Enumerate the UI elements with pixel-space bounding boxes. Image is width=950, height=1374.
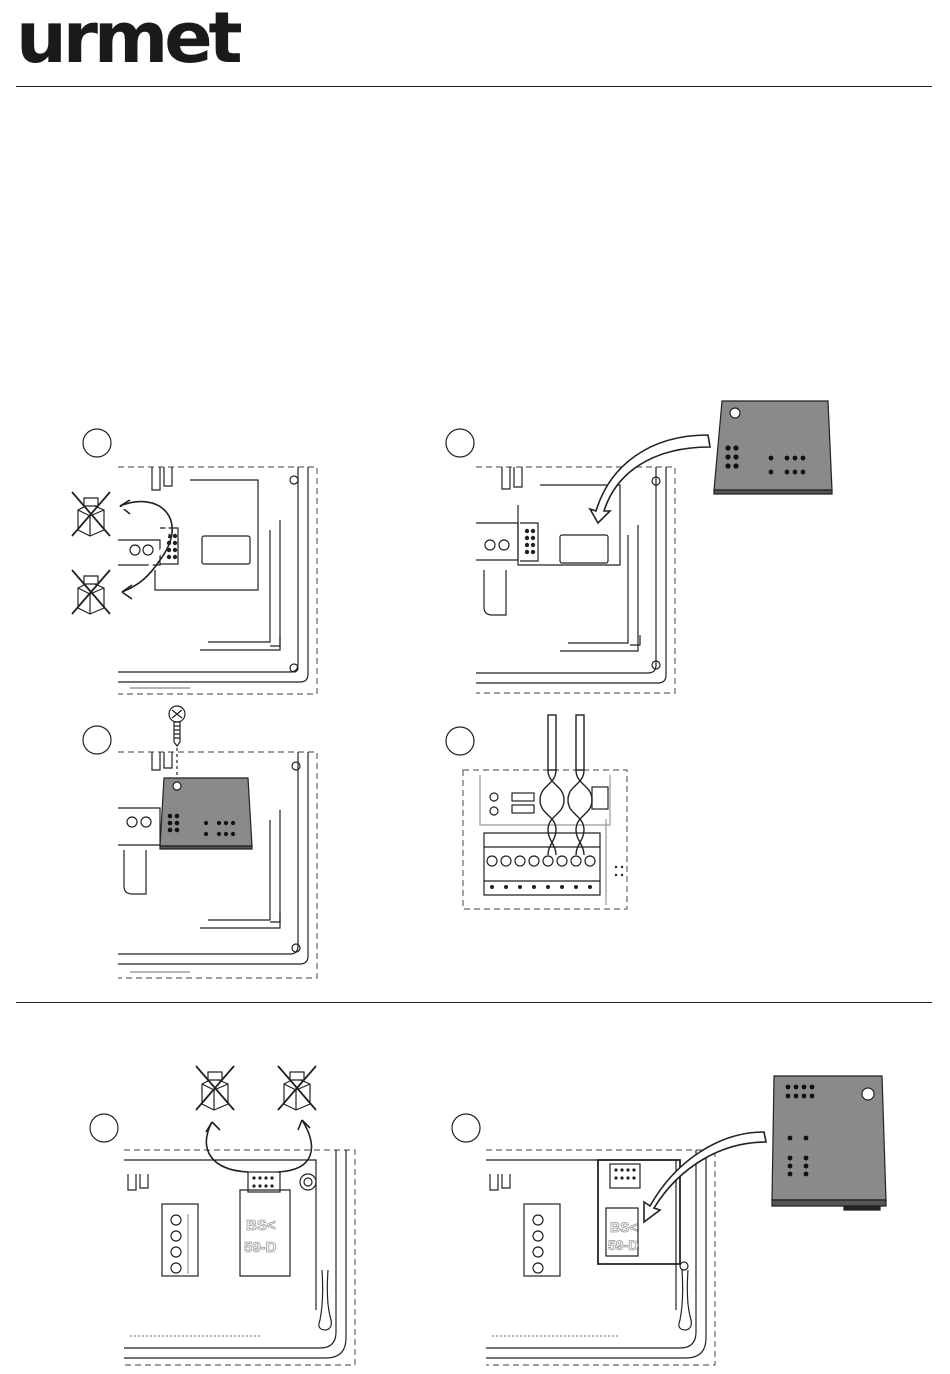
screw-terminals [487,856,595,889]
step-number-circle-icon [446,429,474,457]
step-number-circle-icon [83,429,111,457]
panel-label-1: BS< [246,1217,276,1234]
step-number-circle-icon [83,726,111,754]
curved-arrow-icon [644,1132,766,1222]
expansion-module [160,778,252,849]
forbidden-jumper-icon [278,1066,316,1110]
panel-label-1: BS< [610,1219,638,1235]
header-rule [16,86,932,87]
step-2-figure [420,395,850,700]
forbidden-jumper-icon [72,492,110,536]
step-4-figure [420,715,640,915]
device-housing: BS< 59-D [486,1150,715,1365]
step-5-figure: BS< 59-D [80,1060,380,1370]
device-housing: BS< 59-D [124,1150,355,1365]
terminal-block-panel [463,770,627,909]
step-number-circle-icon [446,727,474,755]
panel-label-2: 59-D [244,1239,277,1256]
step-3-figure [60,700,330,980]
forbidden-jumper-icon [72,570,110,614]
step-6-figure: BS< 59-D [440,1060,900,1370]
step-number-circle-icon [90,1114,118,1142]
curved-arrow-icon [116,500,172,599]
curved-arrow-icon [590,435,710,523]
twisted-pair-cables [540,715,592,855]
device-housing [118,467,317,694]
curved-arrow-icon [206,1120,311,1172]
step-1-figure [60,420,330,700]
screw-icon [169,706,185,780]
section-divider [16,1002,932,1003]
expansion-module [772,1076,886,1210]
urmet-logo: urmet [16,0,196,76]
expansion-module [714,401,832,494]
panel-label-2: 59-D [608,1237,638,1253]
step-number-circle-icon [452,1114,480,1142]
device-housing [476,467,675,693]
forbidden-jumper-icon [196,1066,234,1110]
